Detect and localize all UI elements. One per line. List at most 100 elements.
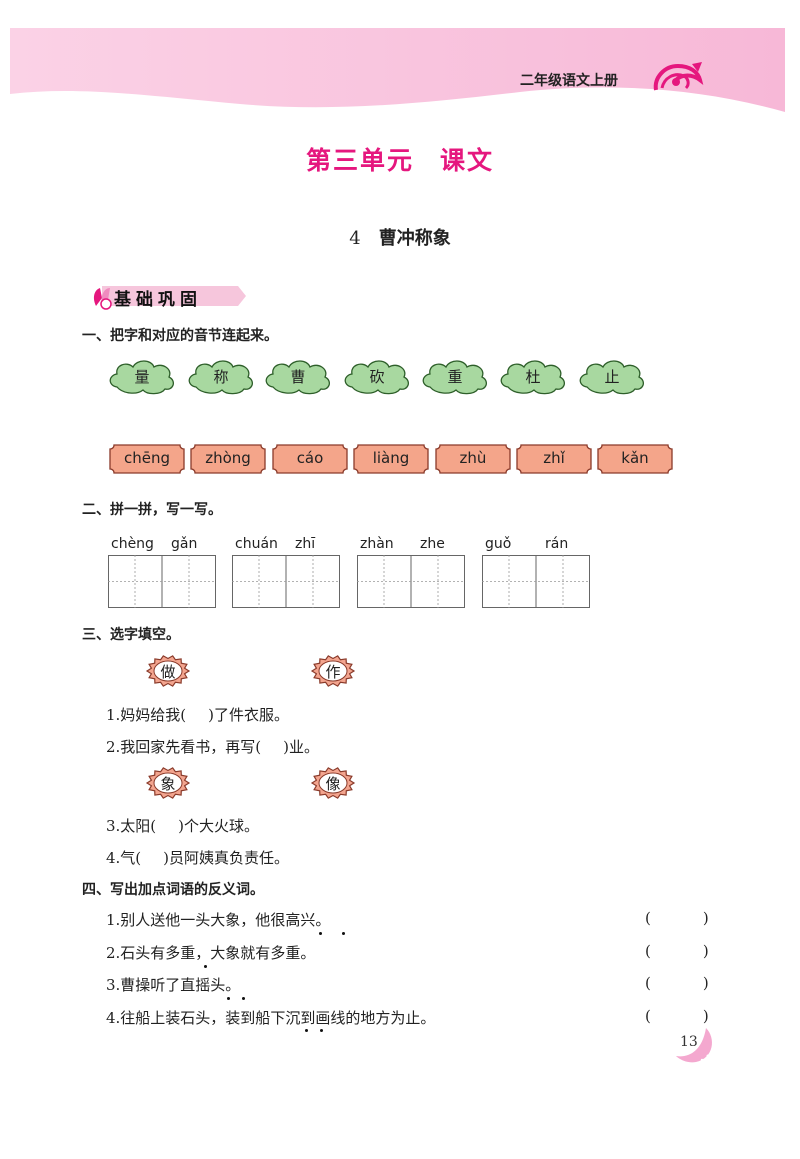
header-band	[10, 28, 785, 112]
emphasis-dot	[227, 997, 230, 1000]
writing-grid-1[interactable]	[108, 555, 216, 608]
ticket-pinyin: kǎn	[621, 449, 649, 467]
cloud-shape-icon	[422, 360, 488, 395]
cloud-char: 杜	[525, 368, 541, 386]
choice-char: 作	[325, 663, 341, 681]
emphasis-dot	[342, 932, 345, 935]
pinyin-syllable: guǒ	[485, 536, 512, 552]
q4-sentence-4: 4.往船上装石头，装到船下沉到画线的地方为止。	[106, 1009, 436, 1027]
char-cloud-7[interactable]: 止	[577, 357, 647, 395]
ticket-pinyin: zhǐ	[543, 449, 565, 467]
flower-badge-icon	[145, 655, 191, 687]
char-cloud-5[interactable]: 重	[420, 357, 490, 395]
pinyin-ticket-4[interactable]: liàng	[352, 443, 430, 475]
ticket-pinyin: chēng	[123, 449, 170, 467]
cloud-shape-icon	[109, 360, 175, 395]
char-cloud-4[interactable]: 砍	[342, 357, 412, 395]
flower-badge-icon	[145, 767, 191, 799]
cloud-char: 止	[604, 368, 620, 386]
flower-badge-icon	[310, 655, 356, 687]
ticket-pinyin: zhòng	[205, 449, 251, 467]
answer-blank-3[interactable]: ()	[645, 974, 709, 992]
cloud-shape-icon	[188, 360, 254, 395]
cloud-shape-icon	[344, 360, 410, 395]
choice-flower-zuo1[interactable]: 做	[145, 654, 191, 688]
question-2-heading: 二、拼一拼，写一写。	[82, 502, 222, 518]
q3-sentence-3: 3.太阳()个大火球。	[106, 817, 260, 835]
char-cloud-2[interactable]: 称	[186, 357, 256, 395]
swirl-logo-icon	[653, 62, 704, 91]
pinyin-syllable: zhàn	[360, 536, 394, 552]
pinyin-syllable: gǎn	[171, 536, 198, 552]
question-4-heading: 四、写出加点词语的反义词。	[82, 882, 264, 898]
grade-label: 二年级语文上册	[520, 73, 618, 89]
char-cloud-3[interactable]: 曹	[263, 357, 333, 395]
pinyin-ticket-6[interactable]: zhǐ	[515, 443, 593, 475]
question-3-heading: 三、选字填空。	[82, 627, 180, 643]
ticket-pinyin: cáo	[296, 449, 324, 467]
pinyin-syllable: rán	[545, 536, 569, 552]
choice-char: 做	[160, 663, 176, 681]
choice-char: 象	[160, 775, 176, 793]
cloud-char: 重	[447, 368, 463, 386]
q4-sentence-2: 2.石头有多重，大象就有多重。	[106, 944, 316, 962]
q3-sentence-1: 1.妈妈给我()了件衣服。	[106, 706, 290, 724]
section-banner-bg	[93, 286, 246, 310]
pinyin-ticket-5[interactable]: zhù	[434, 443, 512, 475]
lesson-number: 4	[349, 228, 361, 249]
choice-flower-xiang2[interactable]: 像	[310, 766, 356, 800]
pinyin-ticket-7[interactable]: kǎn	[596, 443, 674, 475]
cloud-shape-icon	[265, 360, 331, 395]
q3-sentence-2: 2.我回家先看书，再写()业。	[106, 738, 320, 756]
writing-grid-3[interactable]	[357, 555, 465, 608]
pinyin-ticket-1[interactable]: chēng	[108, 443, 186, 475]
cloud-shape-icon	[500, 360, 566, 395]
emphasis-dot	[319, 932, 322, 935]
lesson-name: 曹冲称象	[378, 228, 451, 249]
ticket-shape-icon	[190, 444, 266, 474]
question-1-heading: 一、把字和对应的音节连起来。	[82, 328, 278, 344]
pinyin-syllable: zhī	[295, 536, 316, 552]
pinyin-syllable: chuán	[235, 536, 278, 552]
choice-char: 像	[325, 775, 341, 793]
choice-flower-zuo2[interactable]: 作	[310, 654, 356, 688]
ticket-shape-icon	[516, 444, 592, 474]
pinyin-ticket-2[interactable]: zhòng	[189, 443, 267, 475]
answer-blank-4[interactable]: ()	[645, 1007, 709, 1025]
answer-blank-2[interactable]: ()	[645, 942, 709, 960]
char-cloud-6[interactable]: 杜	[498, 357, 568, 395]
q3-sentence-4: 4.气()员阿姨真负责任。	[106, 849, 290, 867]
ticket-shape-icon	[272, 444, 348, 474]
ticket-shape-icon	[597, 444, 673, 474]
cloud-char: 量	[134, 368, 150, 386]
choice-flower-xiang1[interactable]: 象	[145, 766, 191, 800]
cloud-char: 曹	[290, 368, 306, 386]
emphasis-dot	[320, 1029, 323, 1032]
ticket-shape-icon	[109, 444, 185, 474]
cloud-shape-icon	[579, 360, 645, 395]
answer-blank-1[interactable]: ()	[645, 909, 709, 927]
unit-title: 第三单元课文	[0, 141, 800, 177]
q4-sentence-3: 3.曹操听了直摇头。	[106, 976, 241, 994]
ticket-shape-icon	[353, 444, 429, 474]
char-cloud-1[interactable]: 量	[107, 357, 177, 395]
crescent-moon-icon	[676, 1028, 712, 1063]
emphasis-dot	[305, 1029, 308, 1032]
pinyin-ticket-3[interactable]: cáo	[271, 443, 349, 475]
writing-grid-4[interactable]	[482, 555, 590, 608]
ticket-pinyin: liàng	[372, 449, 410, 467]
lesson-title: 4 曹冲称象	[0, 224, 800, 250]
ticket-shape-icon	[435, 444, 511, 474]
pinyin-syllable: chèng	[111, 536, 154, 552]
ticket-pinyin: zhù	[459, 449, 487, 467]
flower-badge-icon	[310, 767, 356, 799]
page-number: 13	[680, 1034, 698, 1050]
unit-title-part1: 第三单元	[305, 146, 414, 175]
unit-title-part2: 课文	[440, 146, 495, 175]
section-banner-text: 基础巩固	[114, 290, 202, 310]
emphasis-dot	[242, 997, 245, 1000]
cloud-char: 称	[213, 368, 229, 386]
pinyin-syllable: zhe	[420, 536, 445, 552]
cloud-char: 砍	[369, 368, 385, 386]
writing-grid-2[interactable]	[232, 555, 340, 608]
